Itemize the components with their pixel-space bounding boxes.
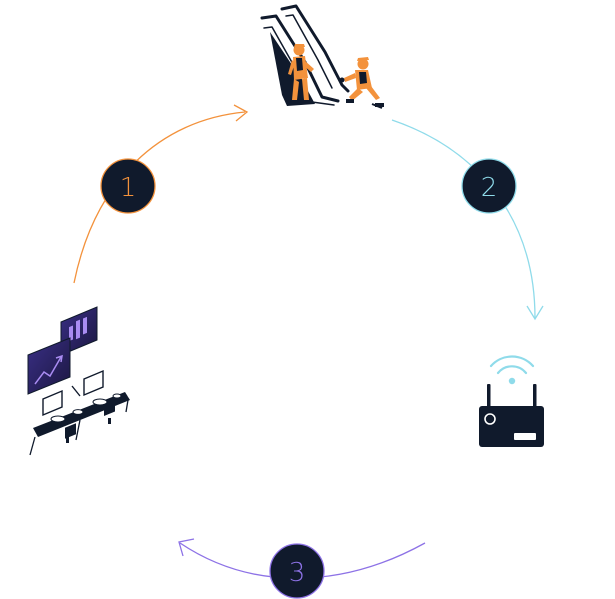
step-badge-1: 1	[100, 158, 156, 214]
step-badge-3: 3	[269, 543, 325, 599]
arc-step-1	[73, 104, 249, 284]
monitoring-workstation-icon	[27, 306, 130, 456]
arc-step-2	[391, 119, 544, 321]
step-number-3: 3	[289, 558, 306, 588]
step-badge-2: 2	[461, 158, 517, 214]
escalator-repair-workers-icon	[260, 4, 384, 109]
step-number-2: 2	[481, 173, 498, 203]
step-number-1: 1	[120, 173, 137, 203]
wifi-router-icon	[479, 355, 544, 447]
